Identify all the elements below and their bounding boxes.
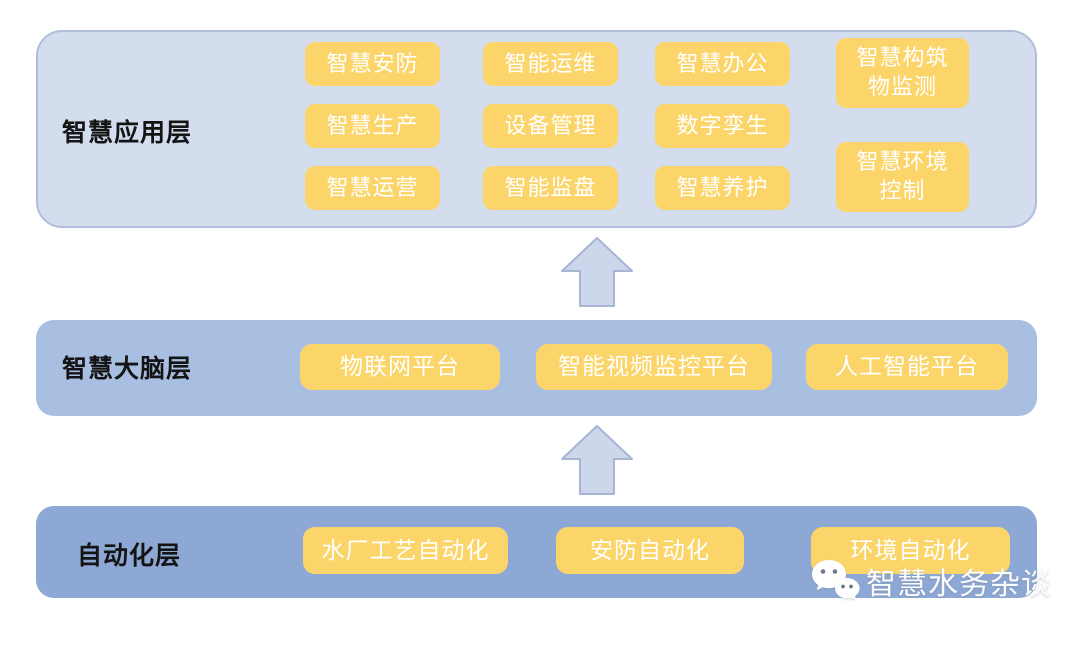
brain-box-ai-platform: 人工智能平台 [806,344,1008,390]
layer-brain-label: 智慧大脑层 [62,355,193,383]
wechat-icon [812,560,860,600]
app-box-smart-operation: 智慧运营 [305,166,440,210]
app-box-intelligent-monitoring: 智能监盘 [483,166,618,210]
auto-box-environment-automation: 环境自动化 [811,527,1010,574]
app-box-smart-production: 智慧生产 [305,104,440,148]
watermark: 智慧水务杂谈 [810,558,1052,604]
layer-automation-label: 自动化层 [77,542,182,570]
app-box-equipment-management: 设备管理 [483,104,618,148]
layer-application-label: 智慧应用层 [62,119,193,147]
auto-box-plant-process-automation: 水厂工艺自动化 [303,527,508,574]
app-box-digital-twin: 数字孪生 [655,104,790,148]
up-arrow-icon [561,237,633,307]
app-box-smart-maintenance: 智慧养护 [655,166,790,210]
brain-box-video-surveillance-platform: 智能视频监控平台 [536,344,772,390]
app-box-smart-security: 智慧安防 [305,42,440,86]
app-box-environment-control: 智慧环境 控制 [836,142,969,212]
auto-box-security-automation: 安防自动化 [556,527,744,574]
watermark-text: 智慧水务杂谈 [866,568,1052,601]
app-box-smart-office: 智慧办公 [655,42,790,86]
brain-box-iot-platform: 物联网平台 [300,344,500,390]
app-box-intelligent-ops: 智能运维 [483,42,618,86]
up-arrow-icon [561,425,633,495]
app-box-structure-monitoring: 智慧构筑 物监测 [836,38,969,108]
